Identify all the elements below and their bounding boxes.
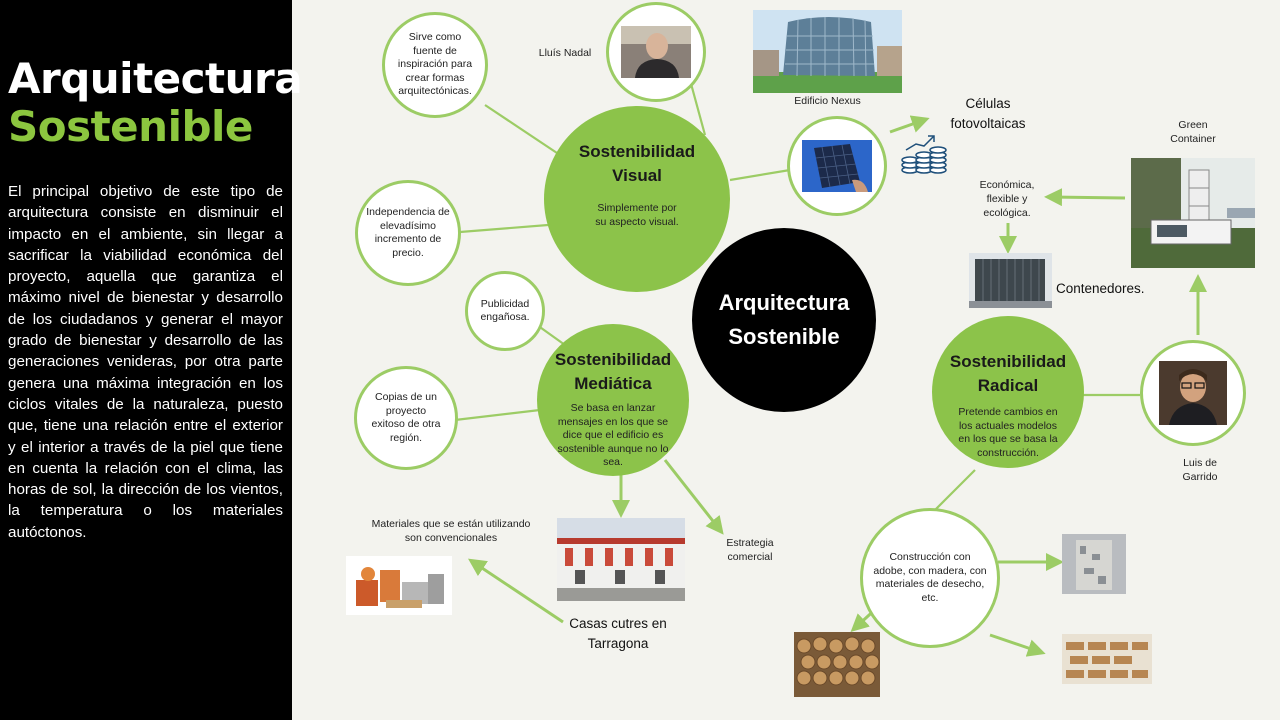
line-construction-radical <box>934 469 976 511</box>
green-container-photo <box>1131 158 1255 268</box>
containers-label: Contenedores. <box>1056 281 1145 296</box>
solar-cell-circle <box>787 116 887 216</box>
materials-label: Materiales que se están utilizando son c… <box>371 518 531 544</box>
line-nadal-visual <box>688 79 707 136</box>
title-line-2: Sostenible <box>8 102 253 151</box>
copies-circle: Copias de un proyecto exitoso de otra re… <box>354 366 458 470</box>
visual-subtitle: Simplemente por su aspecto visual. <box>595 202 679 228</box>
logs-photo <box>794 632 880 697</box>
media-title: Sostenibilidad Mediática <box>554 350 672 393</box>
line-copies-media <box>454 408 541 422</box>
copies-text: Copias de un proyecto exitoso de otra re… <box>371 391 441 444</box>
price-circle: Independencia de elevadísimo incremento … <box>355 180 461 286</box>
publicity-text: Publicidad engañosa. <box>480 297 530 324</box>
strategy-label: Estrategia comercial <box>726 537 774 563</box>
economic-label: Económica, flexible y ecológica. <box>979 179 1035 219</box>
radical-circle: Sostenibilidad Radical Pretende cambios … <box>932 316 1084 468</box>
center-title: Arquitectura Sostenible <box>718 290 850 349</box>
green-container-label: Green Container <box>1170 119 1216 145</box>
publicity-circle: Publicidad engañosa. <box>465 271 545 351</box>
arrow-to-strategy <box>663 459 724 535</box>
inspiration-circle: Sirve como fuente de inspiración para cr… <box>382 12 488 118</box>
growth-coins-icon <box>901 135 947 174</box>
price-text: Independencia de elevadísimo incremento … <box>366 206 450 259</box>
center-circle: Arquitectura Sostenible <box>692 228 876 412</box>
line-cells-visual <box>729 168 791 182</box>
shipping-container-photo <box>969 253 1052 308</box>
media-subtitle: Se basa en lanzar mensajes en los que se… <box>557 402 669 468</box>
arrow-to-economic <box>1044 188 1126 207</box>
line-price-visual <box>459 223 549 234</box>
houses-label: Casas cutres en Tarragona <box>569 616 667 651</box>
arrow-to-cells <box>889 115 930 134</box>
garrido-label: Luis de Garrido <box>1182 457 1218 483</box>
description-text: El principal objetivo de este tipo de ar… <box>8 183 283 541</box>
visual-circle: Sostenibilidad Visual Simplemente por su… <box>544 106 730 292</box>
nadal-label: Lluís Nadal <box>538 47 592 59</box>
sidebar: Arquitectura Sostenible El principal obj… <box>0 0 303 720</box>
nadal-photo <box>621 26 691 78</box>
arrow-to-bricks <box>989 633 1046 657</box>
garrido-photo-circle <box>1140 340 1246 446</box>
radical-title: Sostenibilidad Radical <box>949 352 1067 395</box>
radical-subtitle: Pretende cambios en los actuales modelos… <box>958 406 1058 459</box>
line-inspiration-visual <box>484 104 561 156</box>
visual-title: Sostenibilidad Visual <box>578 142 696 185</box>
tarragona-houses-photo <box>557 518 685 601</box>
construction-text: Construcción con adobe, con madera, con … <box>873 551 987 604</box>
nadal-photo-circle <box>606 2 706 102</box>
cells-label: Células fotovoltaicas <box>950 96 1026 131</box>
adobe-photo <box>1062 534 1126 594</box>
inspiration-text: Sirve como fuente de inspiración para cr… <box>397 31 473 98</box>
solar-cell-photo <box>802 140 872 192</box>
nexus-label: Edificio Nexus <box>794 95 861 107</box>
nexus-building-photo <box>753 10 902 93</box>
construction-circle: Construcción con adobe, con madera, con … <box>860 508 1000 648</box>
adobe-bricks-photo <box>1062 634 1152 684</box>
construction-materials-photo <box>346 556 452 615</box>
title-line-1: Arquitectura <box>8 54 303 103</box>
garrido-photo <box>1159 361 1227 425</box>
arrow-to-materials <box>468 558 564 624</box>
media-circle: Sostenibilidad Mediática Se basa en lanz… <box>537 324 689 476</box>
